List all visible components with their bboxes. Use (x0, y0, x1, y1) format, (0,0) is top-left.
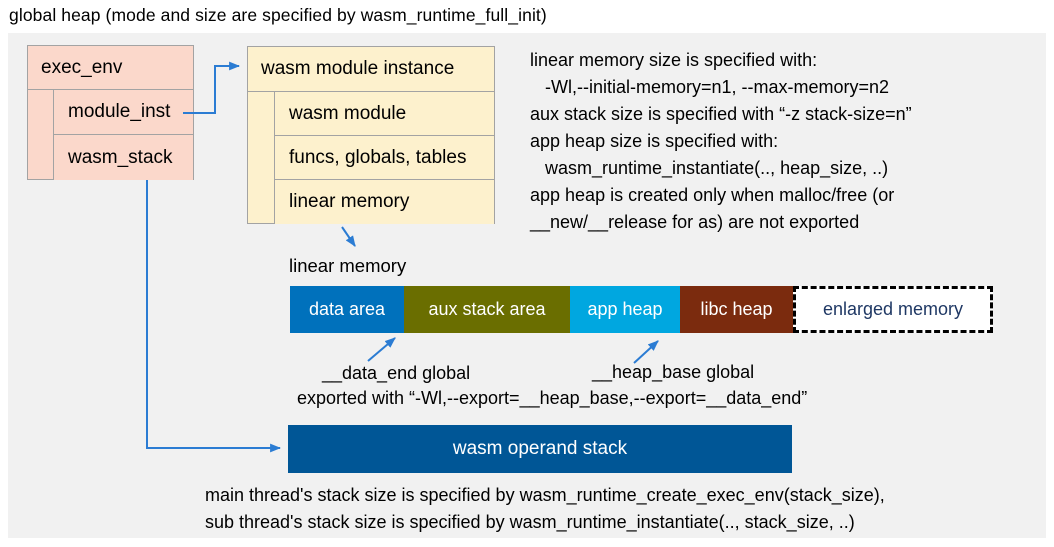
module-instance-box: wasm module instance wasm module funcs, … (247, 46, 495, 224)
memory-segment-libc-heap: libc heap (680, 286, 793, 333)
memory-segment-aux-stack-area: aux stack area (404, 286, 570, 333)
exec-env-box: exec_env module_inst wasm_stack (27, 45, 194, 180)
thread-stack-notes: main thread's stack size is specified by… (205, 482, 1035, 536)
memory-size-notes: linear memory size is specified with: -W… (530, 47, 1042, 236)
page-title: global heap (mode and size are specified… (9, 5, 547, 25)
heap-base-global-label: __heap_base global (592, 362, 755, 382)
footer-line: sub thread's stack size is specified by … (205, 512, 855, 532)
note-line: aux stack size is specified with “-z sta… (530, 104, 912, 124)
exec-env-row-module-inst: module_inst (53, 90, 193, 135)
wasm-operand-stack-bar: wasm operand stack (288, 425, 792, 473)
linear-memory-label: linear memory (289, 255, 407, 276)
note-line: linear memory size is specified with: (530, 50, 818, 70)
note-line: app heap is created only when malloc/fre… (530, 185, 895, 205)
exec-env-header: exec_env (28, 46, 193, 90)
module-instance-row-funcs-globals-tables: funcs, globals, tables (274, 136, 494, 180)
note-line: app heap size is specified with: (530, 131, 779, 151)
memory-segment-enlarged-memory: enlarged memory (793, 286, 993, 333)
module-instance-row-linear-memory: linear memory (274, 180, 494, 224)
note-line: -Wl,--initial-memory=n1, --max-memory=n2 (530, 77, 890, 97)
memory-segment-data-area: data area (290, 286, 404, 333)
module-instance-row-wasm-module: wasm module (274, 92, 494, 136)
export-flags-label: exported with “-Wl,--export=__heap_base,… (297, 388, 808, 408)
data-end-global-label: __data_end global (322, 363, 471, 383)
memory-segment-app-heap: app heap (570, 286, 680, 333)
note-line: wasm_runtime_instantiate(.., heap_size, … (530, 158, 889, 178)
footer-line: main thread's stack size is specified by… (205, 485, 885, 505)
exec-env-row-wasm-stack: wasm_stack (53, 135, 193, 180)
note-line: __new/__release for as) are not exported (530, 212, 860, 232)
module-instance-header: wasm module instance (248, 47, 494, 92)
